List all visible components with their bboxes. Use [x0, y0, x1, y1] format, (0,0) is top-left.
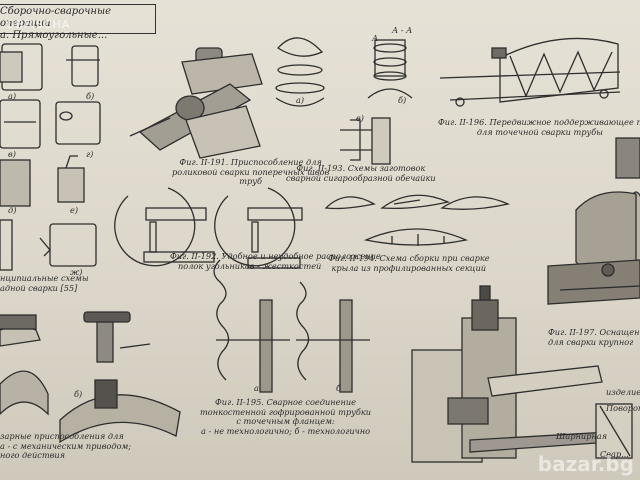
- spot-welding-machine: [411, 285, 633, 463]
- sub-letter-a: а): [8, 91, 17, 101]
- caption-left-schemes: нципиальные схемы адной сварки [55]: [0, 273, 89, 293]
- caption-fig192: Фиг. II-192. Удобное и неудобное располо…: [170, 251, 381, 271]
- fig193-blanks: [275, 37, 413, 165]
- caption-fig195: Фиг. II-195. Сварное соединение тонкосте…: [200, 397, 372, 436]
- sub-letter-195a: а: [254, 383, 259, 393]
- fig196-truss-structure: [439, 37, 621, 107]
- left-schemes-figures: [0, 43, 101, 271]
- sub-letter-e: е): [70, 205, 79, 215]
- caption-fig197: Фиг. II-197. Оснащен для сварки крупног: [548, 327, 640, 347]
- caption-fig193: Фиг. II-193. Схемы заготовок сварной сиг…: [286, 163, 436, 183]
- header-line-1: Сборочно-сварочные операции: [0, 6, 112, 29]
- sub-letter-g: г): [86, 149, 94, 159]
- fig194-wing-sections: [324, 194, 511, 246]
- label-sharnirnaya: Шарнирная: [556, 431, 608, 441]
- corner-watermark: bazar.bg: [537, 452, 634, 476]
- fig191-roller-fixture: [129, 47, 263, 159]
- label-svar: Свар...: [600, 449, 629, 459]
- fig197-pipe-equipment: [547, 137, 640, 305]
- label-povorot: Поворот: [606, 403, 640, 413]
- sub-letter-v: в): [8, 149, 16, 159]
- sub-letter-zh: ж): [70, 267, 83, 277]
- header-line-2: а. Прямоугольные...: [0, 30, 108, 41]
- label-izdelie: изделие: [606, 387, 640, 397]
- fig192-angle-positions: [114, 187, 303, 269]
- left-clamp-figures: [0, 311, 181, 444]
- section-mark-aa: А - А: [392, 25, 413, 35]
- caption-fig194: Фиг. II-194. Схема сборки при сварке кры…: [328, 253, 490, 273]
- sub-letter-193b: б): [398, 95, 407, 105]
- caption-fig191: Фиг. II-191. Приспособление для роликово…: [172, 157, 330, 186]
- sub-letter-b: б): [86, 91, 95, 101]
- sub-letter-193a: а): [296, 95, 305, 105]
- sub-letter-195b: б: [336, 383, 341, 393]
- watermark-logo: OBFISCHA: [6, 18, 71, 31]
- sub-letter-d: д): [8, 205, 17, 215]
- sub-letter-193v: в): [356, 113, 364, 123]
- fig195-tube-joint: [213, 259, 370, 393]
- section-header-box: Сборочно-сварочные операции а. Прямоугол…: [0, 4, 156, 41]
- sub-letter-clamp-b: б): [74, 389, 83, 399]
- caption-fig196: Фиг. II-196. Передвижное поддерживающее …: [438, 117, 640, 137]
- caption-left-clamps: зарные приспособления для а - с механиче…: [0, 431, 132, 460]
- section-mark-a: А: [372, 33, 379, 43]
